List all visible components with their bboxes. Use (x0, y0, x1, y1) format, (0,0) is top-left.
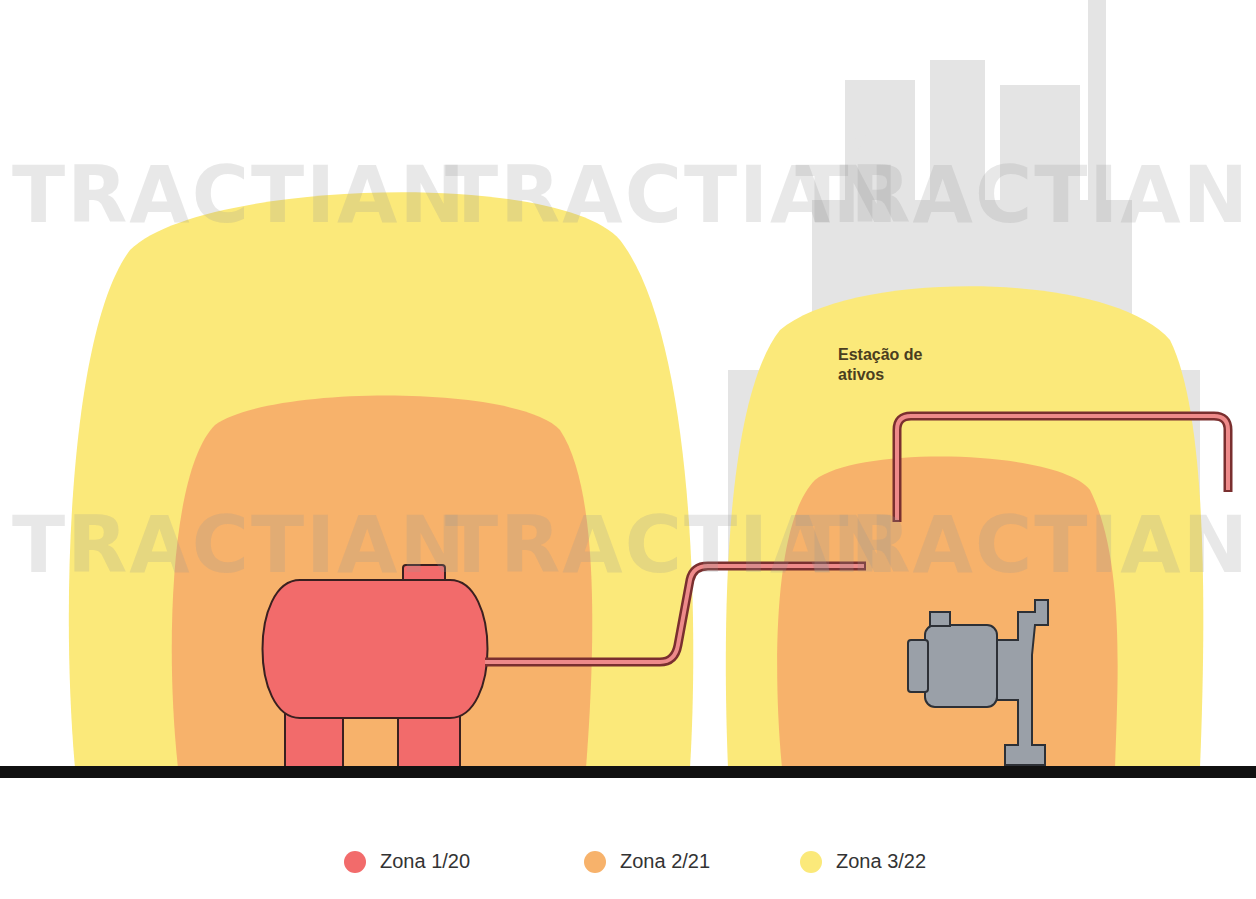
watermark: TRACTIAN (795, 500, 1250, 590)
legend-swatch (344, 851, 366, 873)
tank (263, 565, 488, 768)
ground-line (0, 766, 1256, 778)
watermark: TRACTIAN (795, 150, 1250, 240)
legend-text: Zona 1/20 (380, 850, 470, 873)
legend-swatch (800, 851, 822, 873)
watermark: TRACTIAN (12, 150, 467, 240)
legend-item: Zona 2/21 (584, 850, 710, 873)
zone-3-left (69, 192, 693, 768)
watermark: TRACTIAN (12, 500, 467, 590)
legend-item: Zona 3/22 (800, 850, 926, 873)
area-label: Estação de ativos (838, 345, 938, 385)
pump (908, 600, 1048, 765)
legend-swatch (584, 851, 606, 873)
legend-text: Zona 2/21 (620, 850, 710, 873)
legend-text: Zona 3/22 (836, 850, 926, 873)
legend-item: Zona 1/20 (344, 850, 470, 873)
